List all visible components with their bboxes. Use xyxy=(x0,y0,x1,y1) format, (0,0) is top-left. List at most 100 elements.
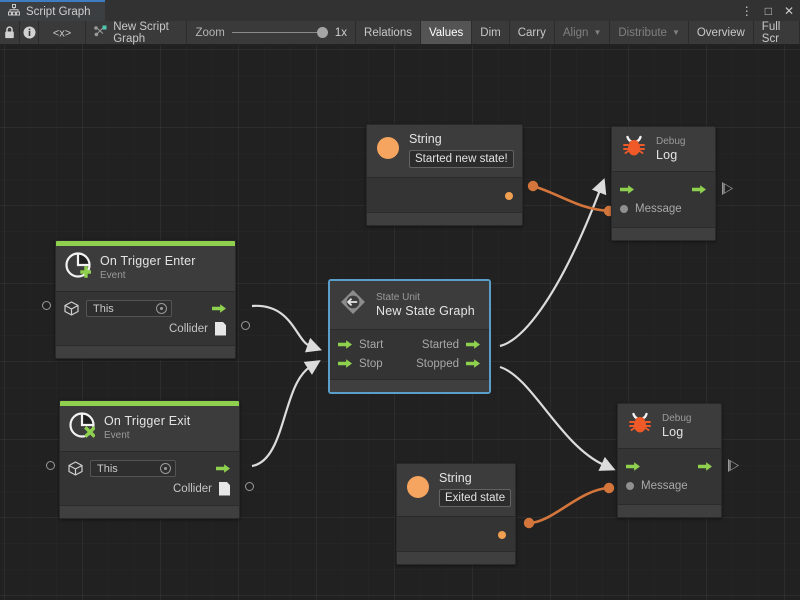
edge-endpoint-dot xyxy=(523,517,535,529)
target-object-field[interactable]: This xyxy=(86,300,172,317)
input-port-message[interactable] xyxy=(626,481,634,490)
node-footer xyxy=(60,505,239,518)
node-body: Start Started Stop Stopped xyxy=(330,330,489,379)
output-port-flow-exit[interactable] xyxy=(692,185,706,194)
node-on-trigger-enter[interactable]: On Trigger Enter Event This xyxy=(55,240,236,359)
close-icon[interactable]: ✕ xyxy=(783,3,794,18)
input-port-flow-enter[interactable] xyxy=(626,462,640,471)
target-object-field[interactable]: This xyxy=(90,460,176,477)
flow-out-arrow-bottom[interactable] xyxy=(728,459,739,472)
output-port-flow-exit[interactable] xyxy=(698,462,712,471)
string-value-input[interactable]: Exited state xyxy=(439,489,512,507)
object-picker-icon[interactable] xyxy=(156,303,167,314)
object-picker-icon[interactable] xyxy=(160,463,171,474)
graph-name-field[interactable]: New Script Graph xyxy=(86,21,188,45)
lock-icon[interactable] xyxy=(0,21,20,44)
node-footer xyxy=(367,212,522,225)
node-string-started[interactable]: String Started new state! xyxy=(366,124,523,226)
node-string-exited[interactable]: String Exited state xyxy=(396,463,516,565)
code-brackets-icon[interactable]: <x> xyxy=(39,21,87,44)
zoom-slider-knob[interactable] xyxy=(316,27,328,38)
stopped-port: Stopped xyxy=(416,358,480,370)
started-label: Started xyxy=(421,338,459,351)
output-port-flow-trigger[interactable] xyxy=(212,304,226,313)
node-state-unit[interactable]: State Unit New State Graph Start Started xyxy=(329,280,490,393)
event-exit-icon xyxy=(69,412,96,443)
maximize-icon[interactable]: □ xyxy=(764,3,772,18)
input-port-message[interactable] xyxy=(620,204,628,213)
input-port-flow-enter[interactable] xyxy=(620,185,634,194)
node-debug-log-top[interactable]: Debug Log Message xyxy=(611,126,716,241)
toolbar-button-overview[interactable]: Overview xyxy=(688,21,754,44)
node-footer xyxy=(612,227,715,240)
output-port-flow-started[interactable] xyxy=(466,340,480,349)
target-object-value: This xyxy=(93,302,114,315)
info-icon[interactable] xyxy=(19,21,40,44)
message-port-left: Message xyxy=(626,480,688,492)
edge-string-to-message-bottom xyxy=(528,486,610,525)
toolbar-button-values[interactable]: Values xyxy=(420,21,473,44)
toolbar-button-carry[interactable]: Carry xyxy=(509,21,555,44)
toolbar-button-align[interactable]: Align ▼ xyxy=(554,21,611,44)
message-port-row: Message xyxy=(612,199,715,218)
graph-hierarchy-icon xyxy=(8,3,20,21)
enter-collider-output-socket[interactable] xyxy=(241,321,250,330)
output-port-flow-trigger[interactable] xyxy=(216,464,230,473)
node-title-large: On Trigger Enter xyxy=(100,253,196,268)
node-title-small: State Unit xyxy=(376,291,420,303)
node-body xyxy=(397,517,515,551)
exit-target-input-socket[interactable] xyxy=(46,461,55,470)
toolbar-button-dim[interactable]: Dim xyxy=(472,21,510,44)
collider-port-right: Collider xyxy=(173,481,230,496)
output-port-value[interactable] xyxy=(505,192,513,200)
node-title-small: Event xyxy=(104,429,130,441)
input-port-flow-stop[interactable] xyxy=(338,359,352,368)
gameobject-cube-icon xyxy=(64,301,79,316)
node-title-small: Debug xyxy=(656,135,686,147)
node-debug-log-bottom[interactable]: Debug Log Message xyxy=(617,403,722,518)
node-on-trigger-exit[interactable]: On Trigger Exit Event This xyxy=(59,400,240,519)
message-port-row: Message xyxy=(618,476,721,495)
message-port-left: Message xyxy=(620,203,682,215)
node-footer xyxy=(397,551,515,564)
graph-canvas[interactable]: String Started new state! String Exited … xyxy=(0,45,800,600)
script-graph-icon xyxy=(94,25,107,40)
node-header: Debug Log xyxy=(612,127,715,172)
event-accent-bar xyxy=(60,401,239,406)
node-title-large: New State Graph xyxy=(376,303,475,318)
graph-toolbar: <x> New Script Graph Zoom 1x Relati xyxy=(0,21,800,45)
zoom-control[interactable]: Zoom 1x xyxy=(187,21,357,44)
chevron-down-icon: ▼ xyxy=(671,28,680,37)
node-header: String Started new state! xyxy=(367,125,522,178)
zoom-label: Zoom xyxy=(195,26,225,39)
node-body: This Collider xyxy=(56,292,235,345)
flow-out-arrow-top[interactable] xyxy=(722,182,733,195)
node-header-text: String Started new state! xyxy=(409,132,514,168)
tab-script-graph[interactable]: Script Graph xyxy=(0,0,105,21)
collider-file-icon[interactable] xyxy=(215,321,226,336)
collider-port-right: Collider xyxy=(169,321,226,336)
toolbar-button-distribute[interactable]: Distribute ▼ xyxy=(610,21,689,44)
more-options-icon[interactable]: ⋮ xyxy=(740,3,753,18)
window-buttons: ⋮ □ ✕ xyxy=(741,0,794,21)
node-title-small: Event xyxy=(100,269,126,281)
output-port-value[interactable] xyxy=(498,531,506,539)
zoom-slider-track xyxy=(231,32,328,33)
toolbar-button-fullscreen[interactable]: Full Scr xyxy=(753,21,800,45)
toolbar-button-relations[interactable]: Relations xyxy=(356,21,421,44)
enter-target-input-socket[interactable] xyxy=(42,301,51,310)
output-port-flow-stopped[interactable] xyxy=(466,359,480,368)
collider-file-icon[interactable] xyxy=(219,481,230,496)
node-header-text: On Trigger Enter Event xyxy=(100,254,196,282)
node-footer xyxy=(618,504,721,517)
started-port: Started xyxy=(422,339,480,351)
target-port-row: This xyxy=(60,458,239,479)
exit-collider-output-socket[interactable] xyxy=(245,482,254,491)
flow-port-row xyxy=(612,180,715,199)
string-value-input[interactable]: Started new state! xyxy=(409,150,514,168)
stop-port: Stop xyxy=(338,358,383,370)
node-header: On Trigger Enter Event xyxy=(56,246,235,292)
input-port-flow-start[interactable] xyxy=(338,340,352,349)
stopped-label: Stopped xyxy=(416,357,459,370)
zoom-slider[interactable] xyxy=(231,27,328,39)
